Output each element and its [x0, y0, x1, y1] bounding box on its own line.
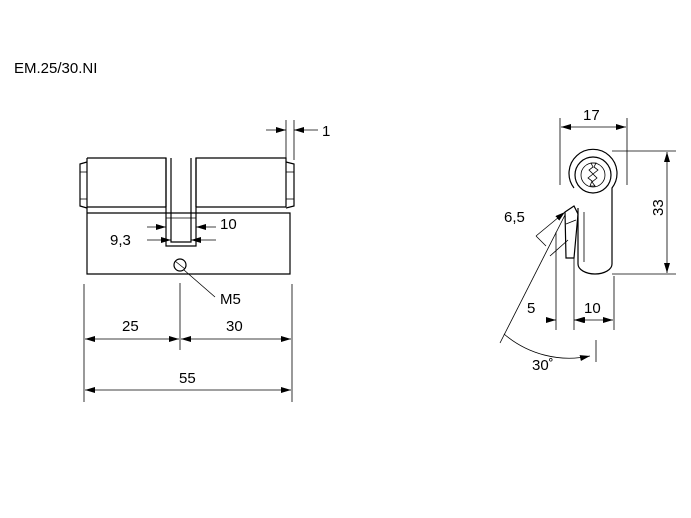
right-end-cap — [285, 161, 295, 209]
angle-line — [499, 214, 566, 344]
dim-line — [535, 235, 547, 247]
dim-height-label: 33 — [650, 199, 667, 216]
dim-line — [549, 239, 569, 257]
leader-line — [183, 269, 216, 298]
dim-cam-left-label: 9,3 — [110, 232, 131, 249]
front-view: 1 9,3 10 M5 25 30 55 — [79, 120, 330, 402]
dim-cam-thickness-label: 6,5 — [504, 209, 525, 226]
dim-offset-label: 1 — [322, 123, 330, 140]
cylinder-body — [86, 157, 291, 275]
cam-slot — [165, 158, 197, 247]
left-end-cap — [79, 161, 88, 209]
side-view: 17 33 6,5 5 10 30˚ — [499, 107, 676, 374]
plug-circle — [574, 156, 612, 194]
drawing-title: EM.25/30.NI — [14, 60, 97, 77]
cam-line — [565, 219, 577, 225]
dim-offset-side-label: 5 — [527, 300, 535, 317]
dim-width-label: 17 — [583, 107, 600, 124]
dim-arrow — [535, 211, 566, 237]
keyway — [587, 162, 599, 187]
angle-arc — [503, 333, 591, 362]
dim-right-length-label: 30 — [226, 318, 243, 335]
screw-hole — [173, 258, 187, 272]
profile-outline — [568, 148, 618, 275]
dim-cam-right-label: 10 — [220, 216, 237, 233]
cam-profile — [564, 205, 579, 259]
cam — [170, 158, 192, 243]
dim-left-length-label: 25 — [122, 318, 139, 335]
screw-slot — [174, 260, 186, 270]
dim-angle-label: 30˚ — [532, 357, 554, 374]
screw-label: M5 — [220, 291, 241, 308]
dim-total-length-label: 55 — [179, 370, 196, 387]
dim-lower-width-label: 10 — [584, 300, 601, 317]
